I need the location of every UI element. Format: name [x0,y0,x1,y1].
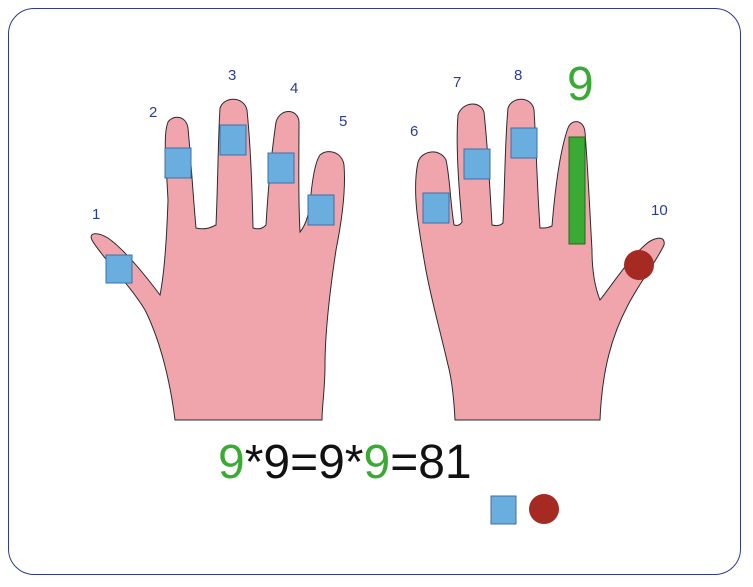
diagram-frame [8,8,741,575]
finger-label-1: 1 [92,206,100,223]
legend-units-circle [529,494,559,524]
tens-square-1 [105,254,133,284]
finger-label-5: 5 [339,113,347,130]
equation-part-2: *9=9* [245,436,364,489]
finger-label-7: 7 [453,74,461,91]
tens-square-2 [164,147,192,179]
finger-label-2: 2 [149,104,157,121]
equation-part-1: 9 [218,436,245,489]
finger-label-8: 8 [514,67,522,84]
tens-square-4 [267,152,295,184]
equation: 9*9=9*9=81 [218,436,472,489]
finger-label-3: 3 [228,67,236,84]
finger-label-6: 6 [410,123,418,140]
equation-part-4: =81 [390,436,471,489]
tens-square-3 [219,124,247,156]
equation-part-3: 9 [363,436,390,489]
tens-square-6 [422,192,450,224]
folded-finger-bar [568,136,586,245]
tens-square-5 [307,194,335,226]
finger-label-4: 4 [290,80,298,97]
finger-label-10: 10 [651,202,668,219]
legend-tens-square [490,495,517,525]
folded-finger-number: 9 [567,58,594,111]
tens-square-7 [463,148,491,180]
units-circle-10 [624,250,654,280]
tens-square-8 [510,127,538,159]
